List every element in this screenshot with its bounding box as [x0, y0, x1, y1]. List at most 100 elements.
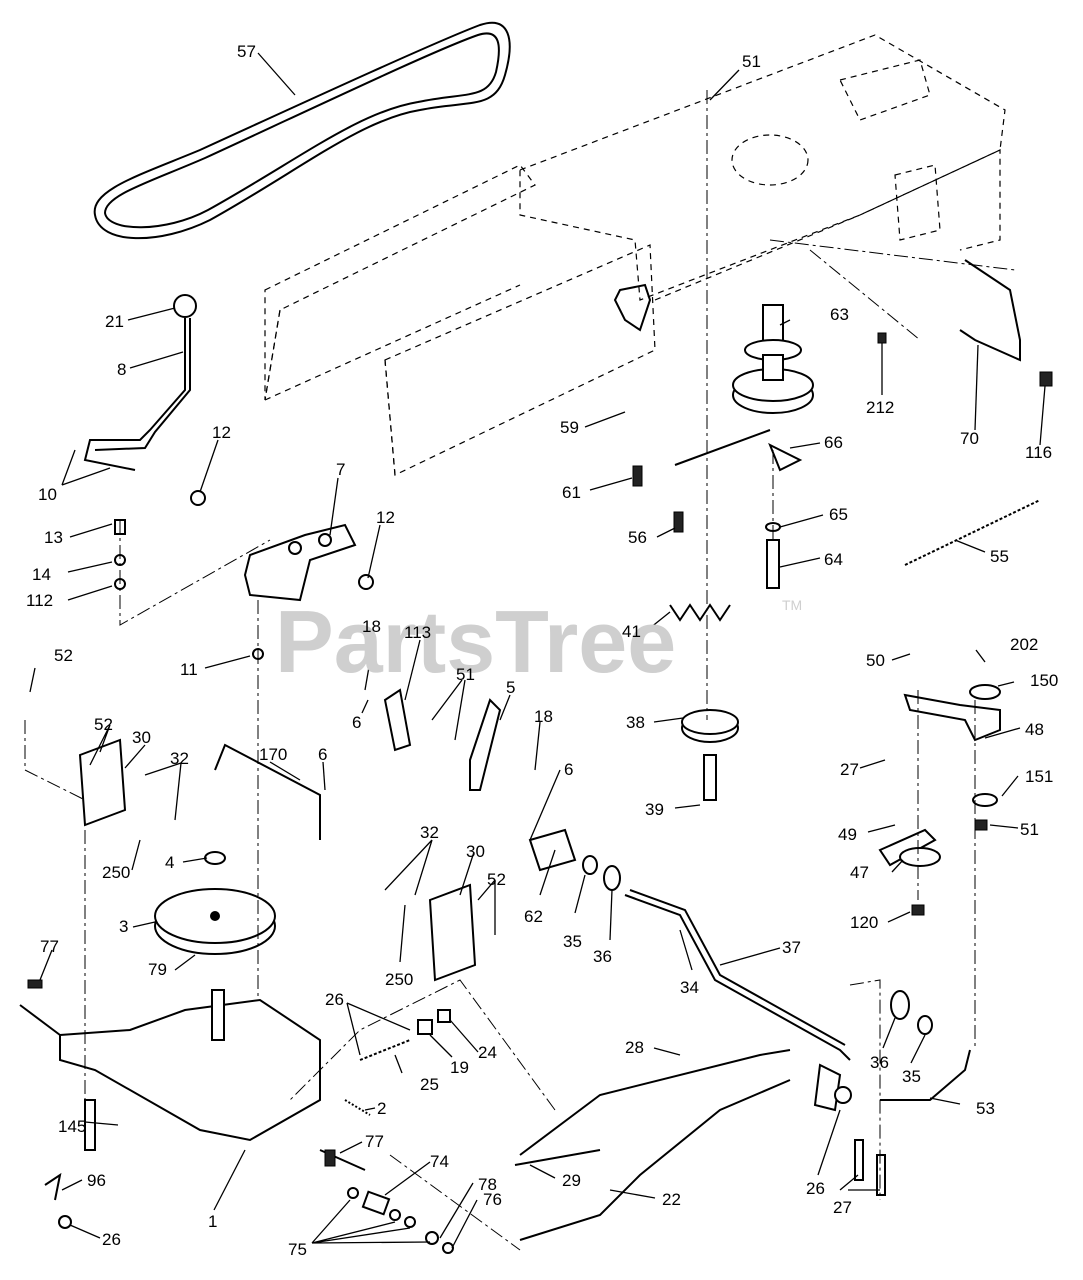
idler-pulley: [899, 847, 941, 867]
centerlines: [24, 90, 976, 1251]
part-label-62: 62: [524, 907, 543, 926]
bracket-113: [383, 688, 412, 752]
mounting-plate: [428, 883, 477, 982]
part-label-59: 59: [560, 418, 579, 437]
shift-lever: [83, 294, 197, 471]
part-label-66: 66: [824, 433, 843, 452]
mounting-bracket: [243, 523, 357, 602]
compression-spring: [359, 1039, 411, 1061]
part-label-78: 78: [478, 1175, 497, 1194]
part-label-151: 151: [1025, 767, 1053, 786]
washer-icon: [404, 1216, 416, 1228]
part-label-5: 5: [506, 678, 515, 697]
part-label-26: 26: [325, 990, 344, 1009]
part-label-6: 6: [352, 713, 361, 732]
spacer: [528, 828, 577, 872]
part-label-63: 63: [830, 305, 849, 324]
part-label-65: 65: [829, 505, 848, 524]
part-label-96: 96: [87, 1171, 106, 1190]
trademark: TM: [782, 597, 802, 613]
part-label-150: 150: [1030, 671, 1058, 690]
belt-guide: [878, 828, 937, 867]
part-label-19: 19: [450, 1058, 469, 1077]
bolt-icon: [673, 511, 684, 533]
nut-icon: [437, 1009, 451, 1023]
part-label-47: 47: [850, 863, 869, 882]
bolt-icon: [1039, 371, 1053, 387]
part-label-52: 52: [54, 646, 73, 665]
part-label-25: 25: [420, 1075, 439, 1094]
part-label-202: 202: [1010, 635, 1038, 654]
part-label-51: 51: [1020, 820, 1039, 839]
part-label-49: 49: [838, 825, 857, 844]
bolt-icon: [632, 465, 643, 487]
part-label-52: 52: [94, 715, 113, 734]
part-label-250: 250: [102, 863, 130, 882]
washer-icon: [969, 684, 1001, 700]
washer-icon: [834, 1086, 852, 1104]
clip: [669, 603, 731, 622]
part-label-14: 14: [32, 565, 51, 584]
part-label-64: 64: [824, 550, 843, 569]
part-label-36: 36: [593, 947, 612, 966]
part-label-35: 35: [902, 1067, 921, 1086]
part-label-113: 113: [404, 623, 431, 642]
part-label-50: 50: [866, 651, 885, 670]
link-rod: [214, 743, 321, 840]
bolt-icon: [877, 332, 887, 344]
part-label-3: 3: [119, 917, 128, 936]
part-label-38: 38: [626, 713, 645, 732]
chassis-frame: [264, 34, 1016, 476]
bolt-icon: [84, 1099, 96, 1151]
leader-lines: [29, 52, 1046, 1249]
part-label-32: 32: [170, 749, 189, 768]
washer-icon: [917, 1015, 933, 1035]
bolt-icon: [703, 754, 717, 801]
part-label-6: 6: [318, 745, 327, 764]
bolt-icon: [876, 1154, 886, 1196]
part-label-39: 39: [645, 800, 664, 819]
part-label-57: 57: [237, 42, 256, 61]
part-label-77: 77: [40, 937, 59, 956]
idler-bracket: [768, 442, 803, 472]
guide-bracket: [613, 283, 652, 332]
part-label-120: 120: [850, 913, 878, 932]
part-label-12: 12: [376, 508, 395, 527]
mounting-plate: [78, 738, 127, 827]
small-spring: [344, 1099, 371, 1116]
hairpin-clip: [44, 1172, 62, 1201]
part-label-26: 26: [806, 1179, 825, 1198]
idler-arm: [903, 693, 1001, 742]
part-label-75: 75: [288, 1240, 307, 1259]
bracket-5: [469, 698, 502, 791]
part-label-53: 53: [976, 1099, 995, 1118]
part-label-7: 7: [336, 460, 345, 479]
key-icon: [324, 1149, 336, 1167]
part-label-56: 56: [628, 528, 647, 547]
part-label-79: 79: [148, 960, 167, 979]
part-label-28: 28: [625, 1038, 644, 1057]
part-label-21: 21: [105, 312, 124, 331]
part-label-2: 2: [377, 1099, 386, 1118]
part-label-170: 170: [259, 745, 287, 764]
part-label-76: 76: [483, 1190, 502, 1209]
part-label-35: 35: [563, 932, 582, 951]
part-label-250: 250: [385, 970, 413, 989]
nut-icon: [911, 904, 925, 916]
washer-icon: [425, 1231, 439, 1245]
part-label-32: 32: [420, 823, 439, 842]
engine-pulley: [732, 304, 814, 414]
washer-icon: [389, 1209, 401, 1221]
control-rod: [880, 1049, 971, 1101]
part-label-18: 18: [534, 707, 553, 726]
control-rod: [519, 1049, 791, 1156]
washer-icon: [582, 855, 598, 875]
part-label-112: 112: [26, 591, 53, 610]
part-label-61: 61: [562, 483, 581, 502]
key-icon: [204, 851, 226, 865]
washer-icon: [58, 1215, 72, 1229]
part-label-74: 74: [430, 1152, 449, 1171]
rod: [959, 259, 1021, 362]
spacer: [361, 1190, 391, 1216]
